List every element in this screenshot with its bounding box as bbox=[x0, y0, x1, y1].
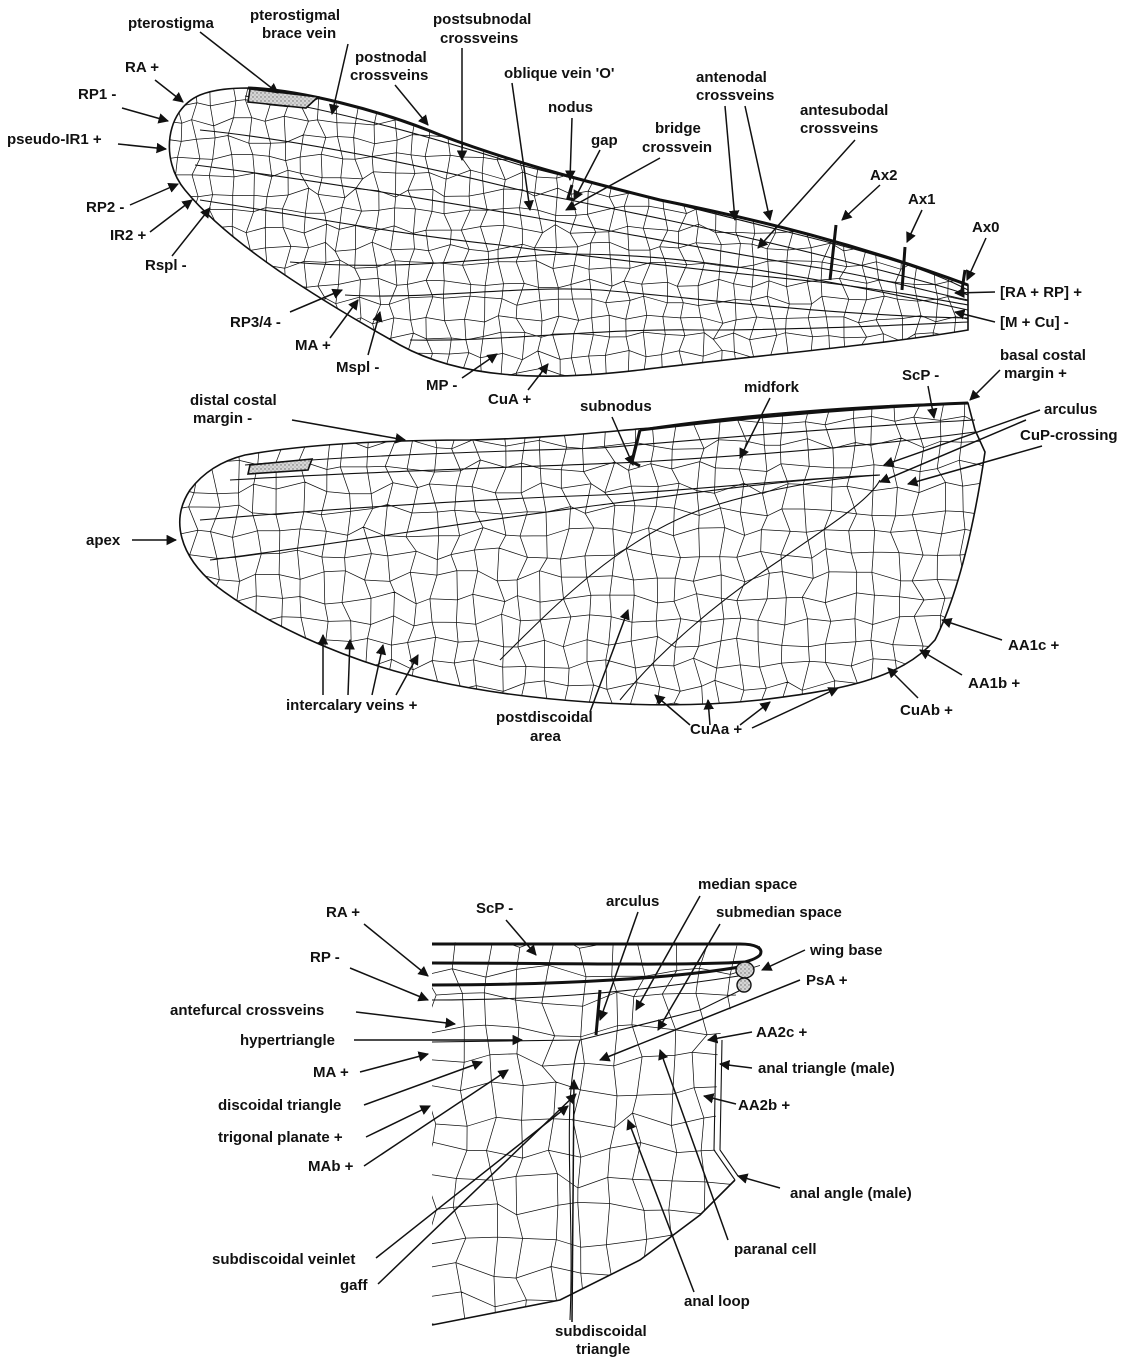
wing-base-sclerite bbox=[736, 962, 754, 978]
label-basal-costal-1: basal costal bbox=[1000, 347, 1086, 364]
label-rp2: RP2 - bbox=[86, 199, 124, 216]
label-aa2c: AA2c + bbox=[756, 1024, 808, 1041]
label-hypertriangle: hypertriangle bbox=[240, 1032, 335, 1049]
label-postsubnodal-2: crossveins bbox=[440, 30, 518, 47]
label-submedian-space: submedian space bbox=[716, 904, 842, 921]
label-aa2b: AA2b + bbox=[738, 1097, 790, 1114]
label-pseudo-ir1: pseudo-IR1 + bbox=[7, 131, 102, 148]
hindwing-vein-mp bbox=[500, 475, 880, 660]
label-pterostigma: pterostigma bbox=[128, 15, 215, 32]
label-cua: CuA + bbox=[488, 391, 531, 408]
label-gaff: gaff bbox=[340, 1277, 369, 1294]
venation-cell-mesh bbox=[166, 394, 1012, 736]
label-subnodus: subnodus bbox=[580, 398, 652, 415]
forewing-ax2 bbox=[830, 225, 836, 280]
label-trigonal-planate: trigonal planate + bbox=[218, 1129, 343, 1146]
label-postnodal-1: postnodal bbox=[355, 49, 427, 66]
forewing-ax0 bbox=[962, 270, 965, 290]
label-wing-base: wing base bbox=[809, 942, 883, 959]
label-ma-base: MA + bbox=[313, 1064, 349, 1081]
label-antenodal-1: antenodal bbox=[696, 69, 767, 86]
label-apex: apex bbox=[86, 532, 121, 549]
label-aa1b: AA1b + bbox=[968, 675, 1020, 692]
annotations: pterostigma pterostigmal brace vein post… bbox=[7, 7, 1118, 1358]
base-vein-ra bbox=[432, 944, 761, 963]
label-distal-costal-1: distal costal bbox=[190, 392, 277, 409]
base-vein-ma bbox=[432, 988, 745, 1042]
hindwing-vein-ma bbox=[210, 475, 880, 560]
label-ptero-brace-2: brace vein bbox=[262, 25, 336, 42]
label-gap: gap bbox=[591, 132, 618, 149]
hindwing bbox=[166, 394, 1012, 736]
label-arculus-hw: arculus bbox=[1044, 401, 1097, 418]
label-psa: PsA + bbox=[806, 972, 848, 989]
wing-base-sclerite-2 bbox=[737, 978, 751, 992]
label-ra: RA + bbox=[125, 59, 159, 76]
base-arculus bbox=[596, 990, 600, 1035]
label-subdiscoidal-veinlet: subdiscoidal veinlet bbox=[212, 1251, 355, 1268]
label-mp: MP - bbox=[426, 377, 457, 394]
label-scp-hw: ScP - bbox=[902, 367, 939, 384]
label-rspl: Rspl - bbox=[145, 257, 187, 274]
label-m-cu: [M + Cu] - bbox=[1000, 314, 1069, 331]
forewing-vein-ma bbox=[345, 289, 968, 318]
label-bridge-2: crossvein bbox=[642, 139, 712, 156]
label-postnodal-2: crossveins bbox=[350, 67, 428, 84]
label-mspl: Mspl - bbox=[336, 359, 379, 376]
label-ptero-brace-1: pterostigmal bbox=[250, 7, 340, 24]
label-anal-angle: anal angle (male) bbox=[790, 1185, 912, 1202]
label-postsubnodal-1: postsubnodal bbox=[433, 11, 531, 28]
label-antesubnodal-1: antesubodal bbox=[800, 102, 888, 119]
label-ax1: Ax1 bbox=[908, 191, 936, 208]
label-paranal-cell: paranal cell bbox=[734, 1241, 817, 1258]
label-rp-base: RP - bbox=[310, 949, 340, 966]
hindwing-subnodus bbox=[632, 430, 640, 466]
label-ra-rp: [RA + RP] + bbox=[1000, 284, 1082, 301]
label-ma: MA + bbox=[295, 337, 331, 354]
label-basal-costal-2: margin + bbox=[1004, 365, 1067, 382]
label-oblique-vein: oblique vein 'O' bbox=[504, 65, 614, 82]
hindwing-vein-scp bbox=[230, 432, 975, 480]
label-cuab: CuAb + bbox=[900, 702, 953, 719]
label-arculus-base: arculus bbox=[606, 893, 659, 910]
hindwing-cells bbox=[166, 394, 1012, 736]
label-mab: MAb + bbox=[308, 1158, 354, 1175]
label-bridge-1: bridge bbox=[655, 120, 701, 137]
label-nodus: nodus bbox=[548, 99, 593, 116]
label-antenodal-2: crossveins bbox=[696, 87, 774, 104]
label-postdiscoidal-2: area bbox=[530, 728, 562, 745]
label-ra-base: RA + bbox=[326, 904, 360, 921]
label-anal-triangle: anal triangle (male) bbox=[758, 1060, 895, 1077]
label-subdiscoidal-2: triangle bbox=[576, 1341, 630, 1358]
base-anal-margin bbox=[714, 1040, 735, 1180]
label-median-space: median space bbox=[698, 876, 797, 893]
label-rp34: RP3/4 - bbox=[230, 314, 281, 331]
label-subdiscoidal-1: subdiscoidal bbox=[555, 1323, 647, 1340]
label-ax0: Ax0 bbox=[972, 219, 1000, 236]
label-antefurcal: antefurcal crossveins bbox=[170, 1002, 324, 1019]
label-intercalary: intercalary veins + bbox=[286, 697, 418, 714]
base-anal-margin-2 bbox=[720, 1040, 738, 1176]
label-discoidal-triangle: discoidal triangle bbox=[218, 1097, 341, 1114]
forewing-nodus bbox=[568, 185, 574, 200]
label-antesubnodal-2: crossveins bbox=[800, 120, 878, 137]
label-postdiscoidal-1: postdiscoidal bbox=[496, 709, 593, 726]
label-aa1c: AA1c + bbox=[1008, 637, 1060, 654]
label-anal-loop: anal loop bbox=[684, 1293, 750, 1310]
label-ir2: IR2 + bbox=[110, 227, 147, 244]
forewing-vein-mp bbox=[410, 322, 968, 340]
label-ax2: Ax2 bbox=[870, 167, 898, 184]
label-midfork: midfork bbox=[744, 379, 800, 396]
label-cup-crossing: CuP-crossing bbox=[1020, 427, 1118, 444]
label-cuaa: CuAa + bbox=[690, 721, 742, 738]
label-distal-costal-2: margin - bbox=[193, 410, 252, 427]
label-scp-base: ScP - bbox=[476, 900, 513, 917]
label-rp1: RP1 - bbox=[78, 86, 116, 103]
